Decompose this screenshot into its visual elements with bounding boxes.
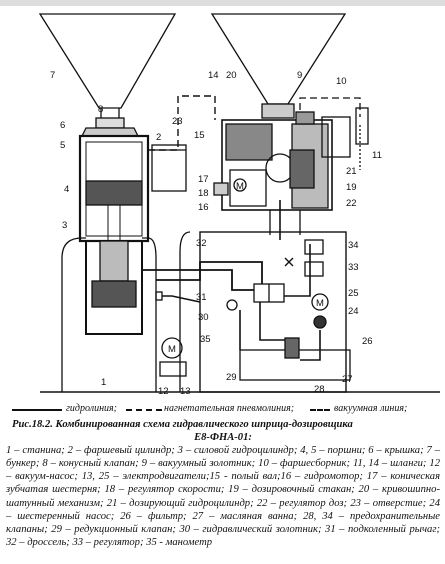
label-7: 7: [50, 70, 55, 81]
top-edge-text-fragment: [0, 0, 445, 6]
conical-valve: [95, 117, 125, 129]
piston-4: [85, 180, 143, 206]
label-3: 3: [62, 220, 67, 231]
hydraulic-line-swatch: [12, 409, 62, 411]
mince-collector: [321, 116, 351, 158]
motor-25: [311, 293, 329, 311]
label-28: 28: [314, 384, 325, 395]
label-31: 31: [196, 292, 207, 303]
label-24: 24: [348, 306, 359, 317]
label-29: 29: [226, 372, 237, 383]
label-23: 23: [172, 116, 183, 127]
motor-letter-13: M: [168, 344, 176, 355]
hole-housing: [151, 144, 187, 192]
vacuum-pump: [159, 361, 187, 377]
dosing-cup: [289, 149, 315, 189]
motor-letter-25: M: [316, 298, 324, 309]
label-15: 15: [194, 130, 205, 141]
label-1: 1: [101, 377, 106, 388]
label-4: 4: [64, 184, 69, 195]
label-2: 2: [156, 132, 161, 143]
label-33: 33: [348, 262, 359, 273]
figure-caption: Рис.18.2. Комбинированная схема гидравли…: [6, 418, 440, 549]
label-30: 30: [198, 312, 209, 323]
label-13: 13: [180, 386, 191, 397]
hydraulic-syringe-schematic: 7 8 6 5 4 2 3 1 23 14 20 9 10 11 15 17 1…: [38, 13, 440, 397]
manometer: [226, 299, 238, 311]
label-5: 5: [60, 140, 65, 151]
cover: [81, 127, 139, 137]
piston-5: [91, 280, 137, 308]
legend-pneumatic: нагнетательная пневмолиния;: [164, 403, 295, 414]
label-21: 21: [346, 166, 357, 177]
motor-letter-16: M: [236, 181, 244, 192]
dosing-mechanism: [221, 119, 333, 211]
right-hopper: [210, 13, 347, 105]
hydromotor: [233, 178, 247, 192]
vacuum-line-swatch: [310, 409, 330, 411]
gear-pump: [313, 315, 327, 329]
label-32: 32: [196, 238, 207, 249]
caption-model: Е8-ФНА-01:: [194, 432, 252, 444]
label-6: 6: [60, 120, 65, 131]
label-11: 11: [372, 150, 382, 161]
label-8: 8: [98, 104, 103, 115]
knee-lever: [162, 295, 201, 303]
label-16: 16: [198, 202, 209, 213]
label-18: 18: [198, 188, 209, 199]
hydraulic-cabinet: [199, 231, 347, 393]
legend-hydraulic: гидролиния;: [66, 403, 118, 414]
label-35: 35: [200, 334, 211, 345]
label-9: 9: [297, 70, 302, 81]
label-25: 25: [348, 288, 359, 299]
label-10: 10: [336, 76, 347, 87]
label-20: 20: [226, 70, 237, 81]
legend-vacuum: вакуумная линия;: [334, 403, 408, 414]
label-12: 12: [158, 386, 169, 397]
frame: [61, 237, 157, 392]
label-34: 34: [348, 240, 359, 251]
label-27: 27: [342, 374, 353, 385]
vacuum-motor: [161, 337, 183, 359]
label-26: 26: [362, 336, 373, 347]
pneumatic-line-swatch: [126, 409, 162, 411]
label-14: 14: [208, 70, 219, 81]
label-17: 17: [198, 174, 209, 185]
label-22: 22: [346, 198, 357, 209]
line-type-legend: гидролиния; нагнетательная пневмолиния; …: [10, 403, 440, 417]
left-hopper: [38, 13, 177, 109]
caption-legend-text: 1 – станина; 2 – фаршевый цилиндр; 3 – с…: [6, 445, 440, 548]
caption-title: Рис.18.2. Комбинированная схема гидравли…: [12, 419, 353, 430]
label-19: 19: [346, 182, 357, 193]
